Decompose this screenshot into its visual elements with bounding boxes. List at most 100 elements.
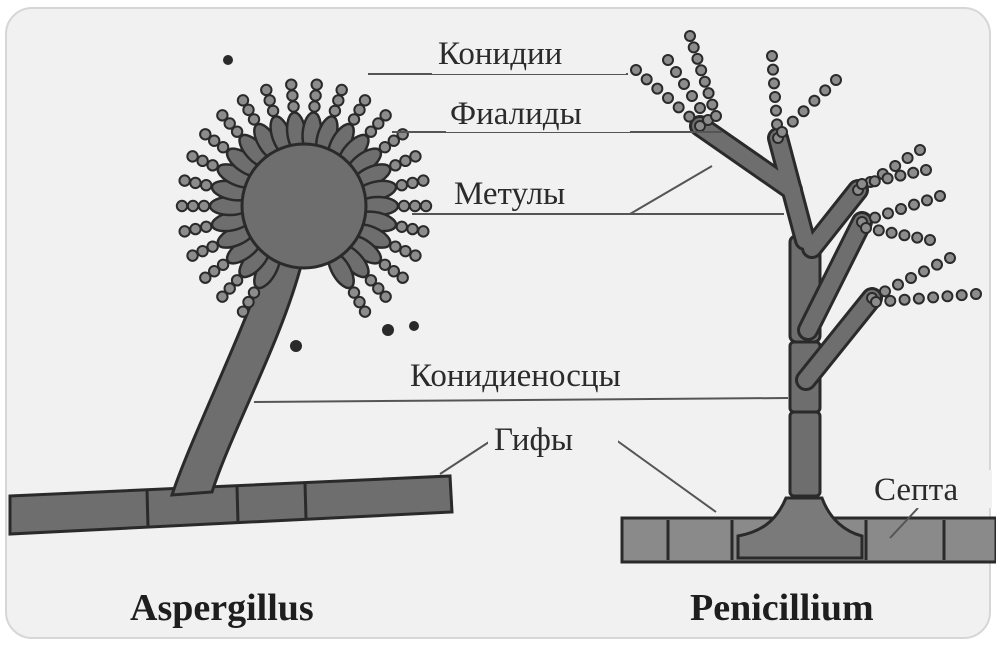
conidium <box>179 226 189 236</box>
conidium <box>679 79 689 89</box>
conidium <box>684 112 694 122</box>
conidium <box>330 106 340 116</box>
conidium <box>177 201 187 211</box>
conidium <box>770 92 780 102</box>
conidium <box>899 230 909 240</box>
conidium <box>380 110 390 120</box>
conidium <box>883 208 893 218</box>
conidium <box>769 78 779 88</box>
conidium <box>201 222 211 232</box>
conidium <box>696 65 706 75</box>
conidium <box>861 223 871 233</box>
conidium <box>928 292 938 302</box>
conidium <box>397 180 407 190</box>
conidium <box>908 168 918 178</box>
conidium <box>890 161 900 171</box>
conidium <box>309 101 319 111</box>
conidium <box>217 110 227 120</box>
conidium <box>925 235 935 245</box>
conidium <box>310 90 320 100</box>
conidium <box>857 179 867 189</box>
conidium <box>820 85 830 95</box>
conidium <box>197 156 207 166</box>
conidium <box>900 295 910 305</box>
conidium <box>390 160 400 170</box>
conidium <box>238 95 248 105</box>
conidium <box>380 291 390 301</box>
conidium <box>421 201 431 211</box>
conidium <box>885 296 895 306</box>
conidium <box>942 291 952 301</box>
conidium <box>190 224 200 234</box>
conidium <box>400 156 410 166</box>
conidium <box>912 233 922 243</box>
conidium <box>971 289 981 299</box>
conidium <box>919 266 929 276</box>
conidium <box>407 224 417 234</box>
conidium <box>799 106 809 116</box>
conidium <box>903 153 913 163</box>
label-phialides: Фиалиды <box>450 96 582 132</box>
genus-aspergillus: Aspergillus <box>130 587 314 629</box>
conidium <box>360 95 370 105</box>
conidium <box>201 180 211 190</box>
conidium <box>642 74 652 84</box>
label-metulae: Метулы <box>454 176 565 212</box>
conidium <box>287 90 297 100</box>
conidium <box>915 145 925 155</box>
conidium <box>312 79 322 89</box>
conidium <box>707 100 717 110</box>
conidium <box>410 201 420 211</box>
conidium <box>871 297 881 307</box>
conidium <box>874 225 884 235</box>
conidium <box>268 106 278 116</box>
conidium <box>197 246 207 256</box>
conidium <box>906 273 916 283</box>
conidium <box>337 85 347 95</box>
conidium <box>831 75 841 85</box>
conidium <box>935 191 945 201</box>
conidium <box>200 129 210 139</box>
conidium <box>187 250 197 260</box>
conidium <box>687 91 697 101</box>
conidium <box>286 79 296 89</box>
conidium <box>399 201 409 211</box>
label-septa: Септа <box>874 472 959 508</box>
conidium <box>893 280 903 290</box>
conidium <box>663 93 673 103</box>
conidium <box>663 55 673 65</box>
conidium <box>945 253 955 263</box>
conidium <box>957 290 967 300</box>
conidium <box>200 273 210 283</box>
conidium <box>238 306 248 316</box>
conidium <box>692 54 702 64</box>
conidium <box>788 117 798 127</box>
label-conidiophores: Конидиеносцы <box>410 358 621 394</box>
label-conidia: Конидии <box>438 36 562 72</box>
conidium <box>685 31 695 41</box>
conidium <box>397 222 407 232</box>
conidium <box>704 88 714 98</box>
conidium <box>700 77 710 87</box>
conidium <box>333 95 343 105</box>
conidium <box>360 306 370 316</box>
conidium <box>261 85 271 95</box>
conidium <box>870 176 880 186</box>
conidium <box>190 178 200 188</box>
conidium <box>418 175 428 185</box>
conidium <box>400 246 410 256</box>
conidium <box>921 165 931 175</box>
conidium <box>674 102 684 112</box>
conidium <box>896 204 906 214</box>
conidium <box>179 175 189 185</box>
conidium <box>407 178 417 188</box>
label-hyphae: Гифы <box>494 422 573 458</box>
conidium <box>767 51 777 61</box>
conidium <box>631 65 641 75</box>
conidium <box>398 273 408 283</box>
conidium <box>410 250 420 260</box>
conidium <box>771 106 781 116</box>
conidium <box>932 260 942 270</box>
